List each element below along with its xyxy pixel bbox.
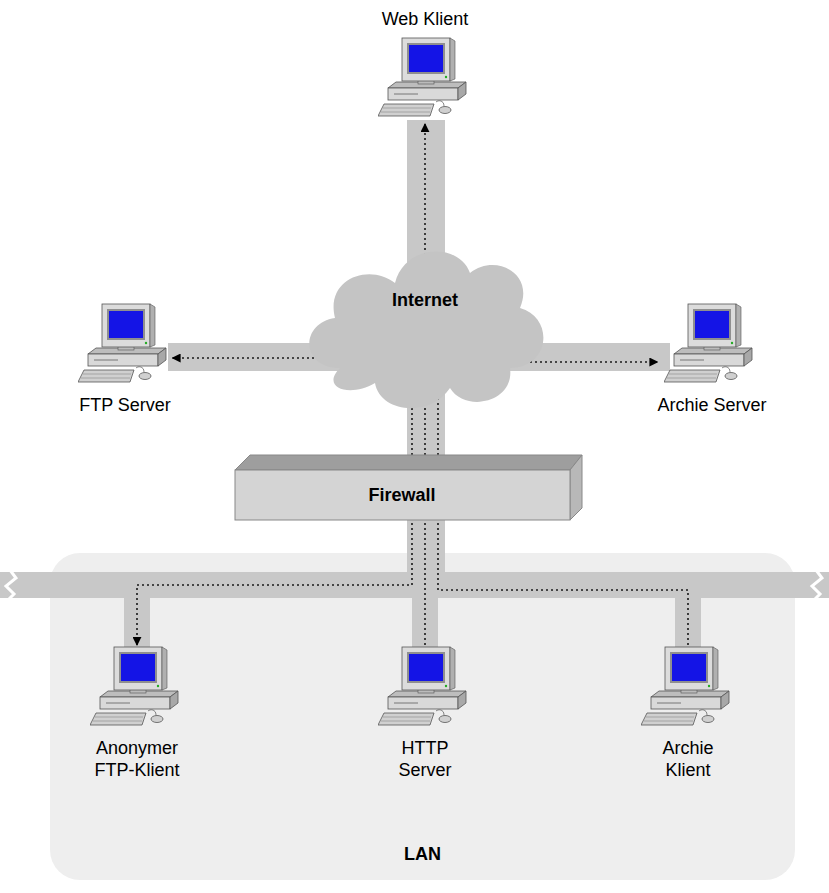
cloud-label: Internet [389, 289, 461, 311]
computer-label: Archie Klient [638, 737, 738, 781]
internet-cloud: Internet [300, 228, 550, 418]
computer-label: FTP Server [79, 394, 171, 416]
computer-label: HTTP Server [375, 737, 475, 781]
computer-illustration [664, 302, 759, 390]
firewall-box: Firewall [232, 452, 584, 522]
cloud-shape [300, 228, 550, 418]
computer-node: FTP Server [78, 302, 173, 416]
lan-region: LAN Anonymer FTP-Klient HTTP Server Archie … [50, 553, 795, 880]
firewall-label: Firewall [365, 484, 438, 506]
computer-icon [641, 645, 736, 733]
computer-illustration [78, 302, 173, 390]
lan-ground [50, 553, 795, 880]
computer-node: Archie Server [657, 302, 766, 416]
computer-icon [90, 645, 185, 733]
computer-node: Web Klient [378, 8, 473, 124]
computer-illustration [90, 645, 185, 733]
computer-node: Archie Klient [638, 645, 738, 781]
computer-icon [78, 302, 173, 390]
computer-illustration [378, 36, 473, 124]
computer-node: Anonymer FTP-Klient [87, 645, 187, 781]
computer-label: Web Klient [382, 8, 469, 30]
bus-break [6, 570, 16, 600]
computer-illustration [641, 645, 736, 733]
lan-bus [0, 572, 829, 598]
computer-label: Anonymer FTP-Klient [87, 737, 187, 781]
bus-break [812, 570, 822, 600]
computer-icon [378, 645, 473, 733]
computer-icon [378, 36, 473, 124]
computer-icon [664, 302, 759, 390]
computer-node: HTTP Server [375, 645, 475, 781]
region-label: LAN [404, 843, 441, 865]
computer-illustration [378, 645, 473, 733]
computer-label: Archie Server [657, 394, 766, 416]
